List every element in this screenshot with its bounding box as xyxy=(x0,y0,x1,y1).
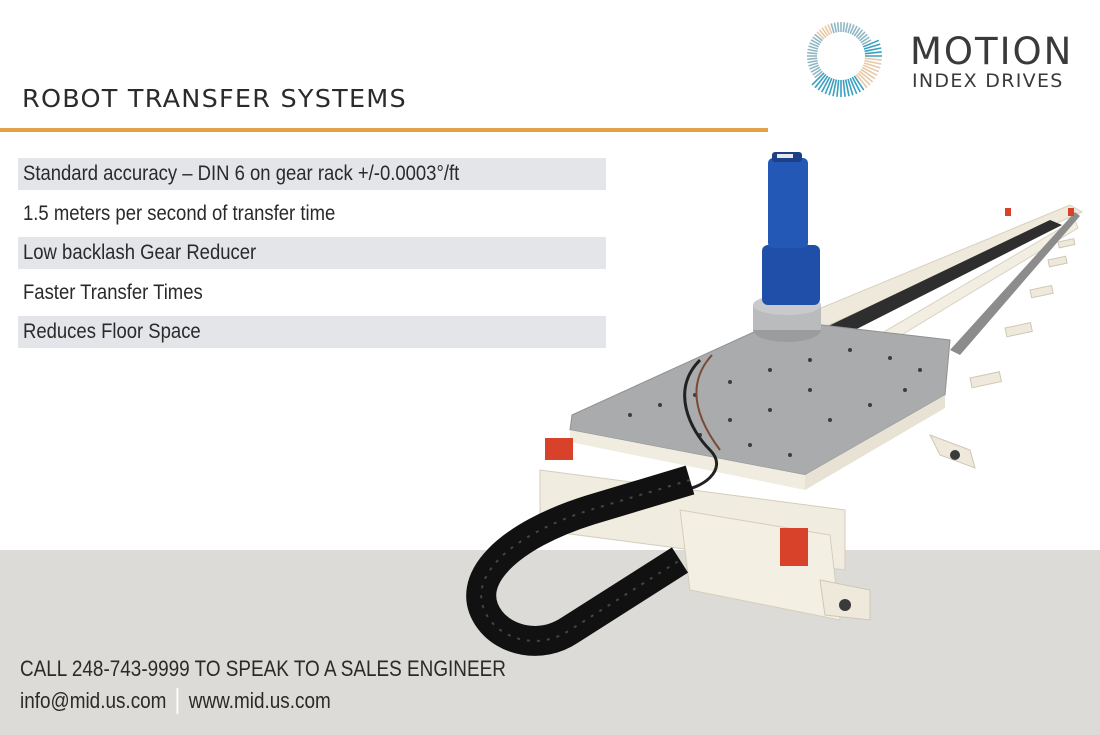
feature-label: Standard accuracy – DIN 6 on gear rack +… xyxy=(23,162,460,185)
call-to-action: CALL 248-743-9999 TO SPEAK TO A SALES EN… xyxy=(20,656,585,682)
feature-item: Standard accuracy – DIN 6 on gear rack +… xyxy=(18,158,606,190)
company-logo[interactable]: MOTION INDEX DRIVES xyxy=(798,14,1088,98)
separator xyxy=(176,688,179,714)
contact-info: info@mid.us.com www.mid.us.com xyxy=(20,688,381,714)
feature-item: Reduces Floor Space xyxy=(18,316,606,348)
feature-item: 1.5 meters per second of transfer time xyxy=(18,198,606,230)
feature-label: 1.5 meters per second of transfer time xyxy=(23,201,336,225)
feature-item: Low backlash Gear Reducer xyxy=(18,237,606,269)
feature-label: Low backlash Gear Reducer xyxy=(23,241,257,264)
cta-text: CALL 248-743-9999 TO SPEAK TO A SALES EN… xyxy=(20,656,506,681)
website-link[interactable]: www.mid.us.com xyxy=(188,688,331,713)
feature-list: Standard accuracy – DIN 6 on gear rack +… xyxy=(18,158,606,356)
logo-name-main: MOTION xyxy=(910,30,1074,73)
sunburst-ring-icon xyxy=(807,22,882,97)
logo-name-sub: INDEX DRIVES xyxy=(912,70,1064,92)
feature-label: Reduces Floor Space xyxy=(23,320,201,343)
page-title: ROBOT TRANSFER SYSTEMS xyxy=(22,84,407,113)
accent-divider xyxy=(0,128,768,132)
email-link[interactable]: info@mid.us.com xyxy=(20,688,167,713)
feature-label: Faster Transfer Times xyxy=(23,280,203,304)
feature-item: Faster Transfer Times xyxy=(18,277,606,309)
product-image xyxy=(466,152,1084,656)
